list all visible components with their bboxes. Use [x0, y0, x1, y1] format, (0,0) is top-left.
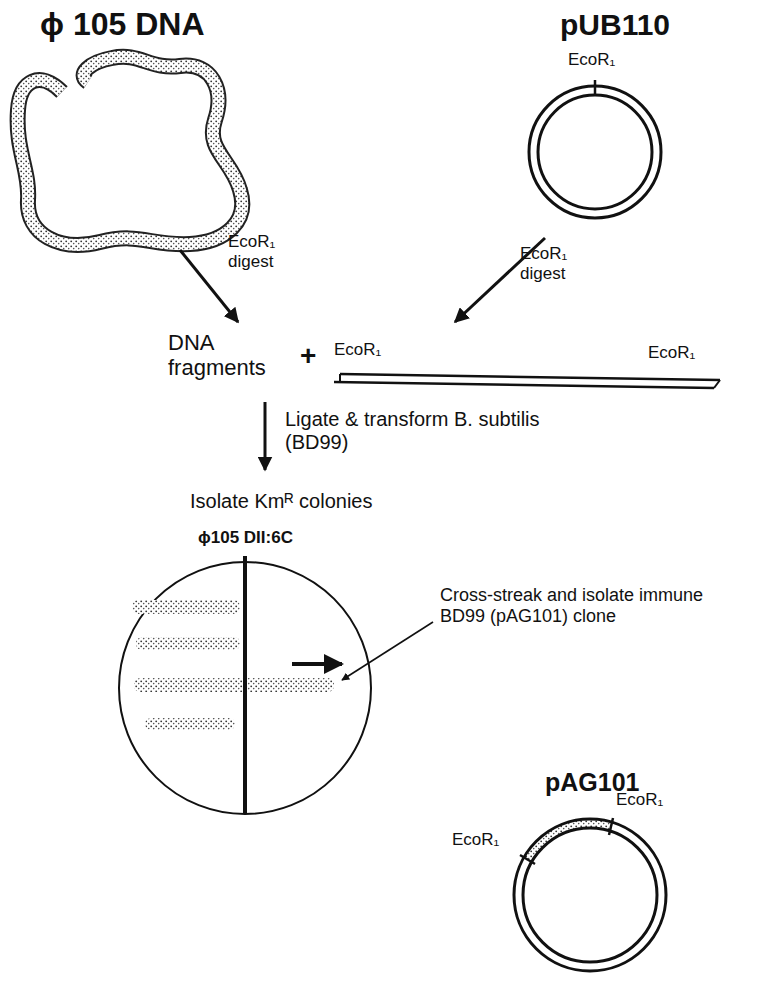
plasmid-pag101: [514, 818, 666, 971]
site-label: EcoR₁: [334, 340, 404, 360]
product-label: DNA fragments: [168, 330, 288, 381]
process-arrow: [264, 402, 267, 470]
petri-plate: [119, 556, 371, 814]
site-label: EcoR₁: [568, 50, 638, 70]
linear-plasmid: [334, 374, 720, 388]
site-label: EcoR₁: [616, 790, 686, 810]
leader-arrow: [342, 622, 433, 680]
plus-sign: +: [300, 340, 330, 372]
step-label: Ligate & transform B. subtilis (BD99): [285, 408, 575, 454]
plasmid-title: pUB110: [560, 8, 730, 43]
step-label: EcoR₁ digest: [228, 232, 308, 271]
dna-title: ϕ 105 DNA: [40, 6, 280, 43]
phage-dna-loop: [18, 57, 243, 245]
site-label: EcoR₁: [648, 343, 718, 363]
phage-label: ϕ105 DII:6C: [198, 528, 398, 548]
note-label: Cross-streak and isolate immune BD99 (pA…: [440, 585, 730, 626]
step-label: EcoR₁ digest: [520, 244, 600, 283]
site-label: EcoR₁: [452, 830, 522, 850]
plasmid-pub110: [529, 80, 661, 218]
step-label: Isolate Kmᴿ colonies: [190, 490, 490, 513]
